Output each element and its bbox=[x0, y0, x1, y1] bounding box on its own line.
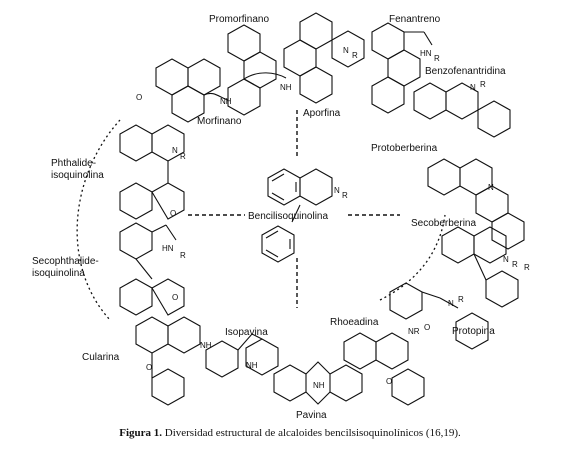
caption-prefix: Figura 1. bbox=[119, 427, 162, 439]
svg-text:N: N bbox=[470, 83, 476, 92]
dotted-arc bbox=[76, 119, 446, 321]
svg-text:N: N bbox=[448, 299, 454, 308]
svg-text:R: R bbox=[458, 295, 464, 304]
structure-protoberberina: N bbox=[427, 158, 525, 250]
labels: Promorfinano Fenantreno Benzofenantridin… bbox=[32, 14, 506, 421]
atom-r: R bbox=[342, 191, 348, 200]
svg-text:R: R bbox=[180, 152, 186, 161]
svg-text:NH: NH bbox=[246, 361, 258, 370]
svg-text:NR: NR bbox=[408, 327, 420, 336]
label-secoberberina: Secoberberina bbox=[411, 218, 476, 229]
structure-cularina: NH O bbox=[135, 316, 212, 406]
label-fenantreno: Fenantreno bbox=[389, 14, 441, 25]
svg-text:N: N bbox=[343, 46, 349, 55]
label-protoberberina: Protoberberina bbox=[371, 143, 438, 154]
svg-text:NH: NH bbox=[200, 341, 212, 350]
label-morfinano: Morfinano bbox=[197, 116, 242, 127]
structure-secophthalide: HN R O bbox=[119, 222, 186, 316]
svg-text:O: O bbox=[170, 209, 176, 218]
label-promorfinano: Promorfinano bbox=[209, 14, 269, 25]
structure-protopina: N R O bbox=[389, 282, 489, 350]
svg-text:R: R bbox=[480, 80, 486, 89]
label-benzofenantridina: Benzofenantridina bbox=[425, 66, 506, 77]
structure-rhoeadina: O NR bbox=[343, 327, 425, 406]
caption-text: Diversidad estructural de alcaloides ben… bbox=[162, 427, 461, 439]
connectors bbox=[188, 110, 400, 308]
svg-text:NH: NH bbox=[220, 97, 232, 106]
label-center: Bencilisoquinolina bbox=[248, 211, 328, 222]
structure-benzofenantridina: N R bbox=[413, 80, 511, 138]
svg-text:HN: HN bbox=[420, 49, 432, 58]
label-secophthalide: Secophthalide- isoquinolina bbox=[32, 256, 102, 279]
label-aporfina: Aporfina bbox=[303, 108, 341, 119]
svg-text:NH: NH bbox=[280, 83, 292, 92]
svg-text:NH: NH bbox=[313, 381, 325, 390]
svg-text:R: R bbox=[434, 54, 440, 63]
figure-caption: Figura 1. Diversidad estructural de alca… bbox=[0, 427, 580, 439]
svg-text:O: O bbox=[386, 377, 392, 386]
label-phthalide: Phthalide- isoquinolina bbox=[51, 158, 104, 181]
structure-morfinano: O NH bbox=[136, 58, 232, 123]
svg-text:R: R bbox=[512, 260, 518, 269]
svg-text:N: N bbox=[503, 255, 509, 264]
svg-text:O: O bbox=[424, 323, 430, 332]
structure-phthalide: N R O bbox=[119, 124, 186, 220]
structure-fenantreno: HN R bbox=[371, 22, 440, 114]
structure-secoberberina: N R R bbox=[441, 226, 530, 308]
svg-text:O: O bbox=[136, 93, 142, 102]
svg-text:HN: HN bbox=[162, 244, 174, 253]
structure-isopavina: NH bbox=[205, 333, 279, 378]
structure-aporfina: N R bbox=[283, 12, 365, 104]
label-rhoeadina: Rhoeadina bbox=[330, 317, 379, 328]
structure-promorfinano: NH bbox=[227, 24, 292, 116]
label-protopina: Protopina bbox=[452, 326, 495, 337]
label-isopavina: Isopavina bbox=[225, 327, 268, 338]
svg-text:O: O bbox=[146, 363, 152, 372]
label-pavina: Pavina bbox=[296, 410, 327, 421]
structure-bencilisoquinolina: N R bbox=[261, 168, 348, 263]
svg-text:O: O bbox=[172, 293, 178, 302]
svg-text:R: R bbox=[524, 263, 530, 272]
structure-pavina: NH bbox=[273, 361, 363, 405]
svg-text:R: R bbox=[352, 51, 358, 60]
svg-text:R: R bbox=[180, 251, 186, 260]
label-cularina: Cularina bbox=[82, 352, 120, 363]
svg-text:N: N bbox=[488, 183, 494, 192]
svg-text:N: N bbox=[172, 146, 178, 155]
atom-n-r: N bbox=[334, 186, 340, 195]
